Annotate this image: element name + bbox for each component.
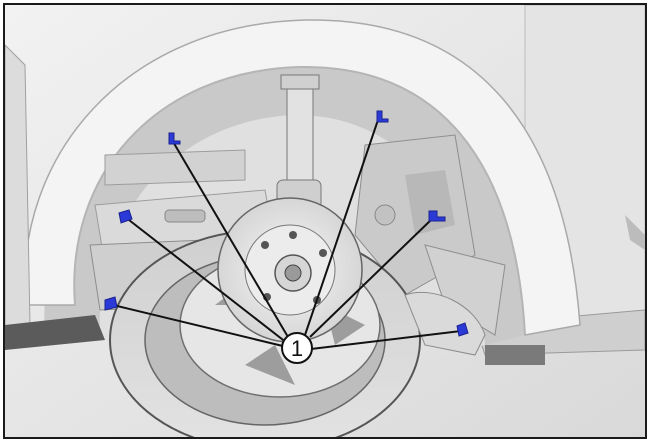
callout-1: 1: [281, 332, 313, 364]
clip-marker: [104, 296, 118, 311]
wheel-well-interior: [44, 64, 525, 345]
clip-marker: [118, 209, 133, 224]
diagram-frame: 1: [3, 3, 647, 439]
wheel-well-illustration: 1: [5, 5, 645, 437]
callout-label: 1: [291, 336, 303, 361]
frame-rail: [104, 149, 246, 186]
clip-marker: [456, 322, 469, 337]
clip-marker: [428, 210, 446, 222]
shock-absorber: [286, 84, 314, 186]
splash-shield: [404, 291, 486, 356]
retainer-clips: [104, 110, 469, 337]
clip-marker: [168, 132, 181, 145]
leader-lines: [112, 116, 462, 350]
clip-marker: [376, 110, 389, 123]
